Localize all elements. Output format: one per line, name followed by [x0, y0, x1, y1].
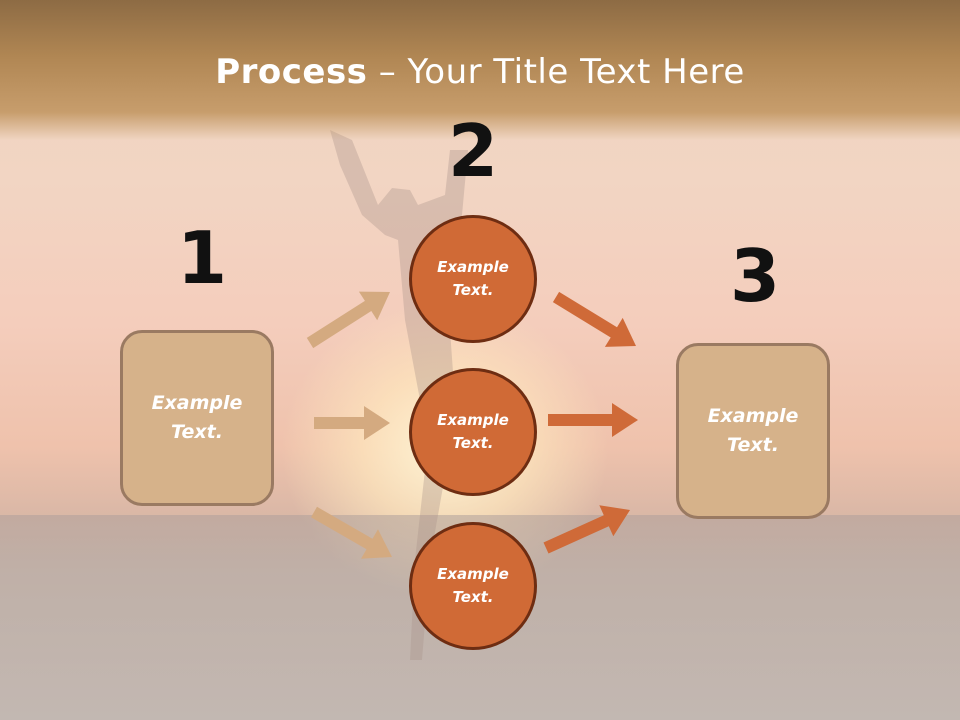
step-3-box[interactable]: Example Text. — [676, 343, 830, 519]
title-rest: – Your Title Text Here — [367, 52, 745, 92]
step-2-circle-top[interactable]: Example Text. — [409, 215, 537, 343]
step-2-circle-bottom[interactable]: Example Text. — [409, 522, 537, 650]
circle-middle-label: Example Text. — [437, 411, 509, 452]
arrow-bottom-to-3 — [543, 505, 630, 554]
step-number-1: 1 — [177, 216, 228, 300]
arrow-1-to-top — [306, 291, 390, 349]
circle-bottom-label: Example Text. — [437, 565, 509, 606]
header-band — [0, 0, 960, 140]
arrow-middle-to-3 — [548, 403, 638, 437]
title-bold: Process — [215, 52, 368, 92]
step-1-label: Example Text. — [151, 392, 243, 443]
step-3-label: Example Text. — [707, 405, 799, 456]
circle-top-label: Example Text. — [437, 258, 509, 299]
arrow-top-to-3 — [552, 291, 636, 347]
step-number-2: 2 — [448, 109, 499, 193]
arrow-1-to-bottom — [311, 506, 392, 559]
arrow-1-to-middle — [314, 406, 390, 440]
step-1-box[interactable]: Example Text. — [120, 330, 274, 506]
slide-title: Process – Your Title Text Here — [0, 52, 960, 92]
step-number-3: 3 — [730, 234, 781, 318]
step-2-circle-middle[interactable]: Example Text. — [409, 368, 537, 496]
